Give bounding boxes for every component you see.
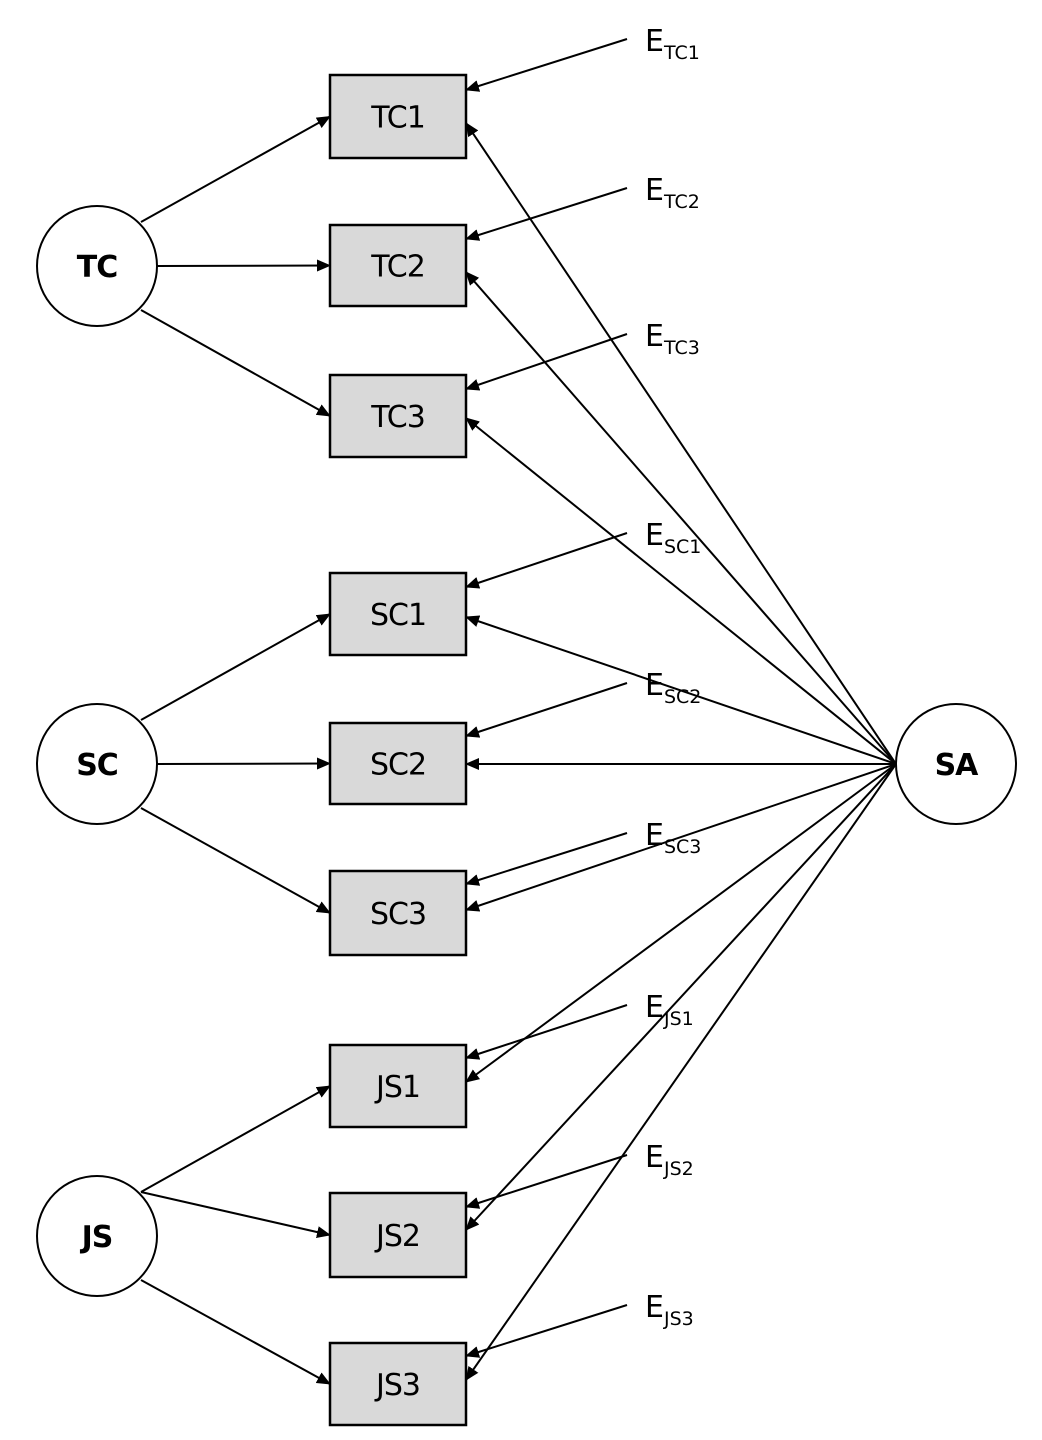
latent-label-js: JS	[80, 1220, 113, 1255]
error-term-tc3: ETC3	[645, 319, 700, 359]
error-term-sc2: ESC2	[645, 668, 701, 708]
latent-label-sc: SC	[76, 748, 118, 783]
observed-label-tc3: TC3	[370, 400, 425, 435]
observed-variable-js1	[328, 1043, 468, 1129]
observed-label-tc2: TC2	[370, 250, 425, 285]
observed-variable-tc1	[328, 73, 468, 160]
loading-path-sc-sc1	[140, 613, 331, 721]
observed-variable-js3	[328, 1341, 468, 1427]
observed-label-sc3: SC3	[370, 897, 426, 932]
latent-factor-sa	[895, 703, 1017, 825]
observed-label-js1: JS1	[374, 1070, 420, 1105]
observed-variable-sc2	[328, 721, 468, 806]
nodes-layer	[36, 73, 1017, 1427]
error-term-js3: EJS3	[645, 1290, 694, 1330]
path-sa-tc3	[465, 417, 897, 765]
path-sa-js1	[465, 763, 897, 1083]
path-sa-tc2	[465, 271, 897, 765]
path-sa-sc1	[465, 615, 897, 765]
observed-label-sc1: SC1	[370, 598, 426, 633]
observed-label-js2: JS2	[374, 1219, 420, 1254]
loading-path-sc-sc2	[156, 757, 331, 770]
path-sa-js2	[465, 763, 897, 1231]
edges-layer	[140, 38, 897, 1385]
error-term-js1: EJS1	[645, 990, 694, 1030]
error-path-js3	[465, 1304, 628, 1358]
latent-factor-sc	[36, 703, 158, 825]
loading-path-sc-sc3	[140, 807, 331, 914]
observed-variable-js2	[328, 1191, 468, 1279]
observed-variable-sc3	[328, 869, 468, 957]
latent-factor-js	[36, 1175, 158, 1297]
error-term-js2: EJS2	[645, 1140, 694, 1180]
error-term-sc3: ESC3	[645, 818, 701, 858]
path-sa-js3	[465, 763, 897, 1381]
error-path-sc1	[465, 532, 628, 589]
loading-path-js-js1	[140, 1085, 331, 1193]
observed-variable-sc1	[328, 571, 468, 657]
loading-path-tc-tc1	[140, 115, 331, 223]
error-path-tc3	[465, 333, 628, 391]
observed-variable-tc3	[328, 373, 468, 459]
error-path-sc2	[465, 682, 628, 738]
error-term-tc1: ETC1	[645, 24, 700, 64]
loading-path-tc-tc2	[156, 259, 331, 272]
loading-path-tc-tc3	[140, 309, 331, 417]
error-term-sc1: ESC1	[645, 518, 701, 558]
error-path-js1	[465, 1004, 628, 1060]
path-sa-sc3	[465, 763, 897, 912]
error-path-sc3	[465, 832, 628, 886]
path-sa-tc1	[465, 122, 897, 765]
observed-label-tc1: TC1	[370, 101, 425, 136]
error-path-tc2	[465, 187, 628, 241]
error-path-tc1	[465, 38, 628, 92]
error-term-tc2: ETC2	[645, 173, 700, 213]
observed-label-js3: JS3	[374, 1368, 420, 1403]
latent-label-tc: TC	[77, 250, 117, 285]
observed-label-sc2: SC2	[370, 748, 426, 783]
observed-variable-tc2	[328, 223, 468, 308]
error-path-js2	[465, 1154, 628, 1209]
loading-path-js-js2	[140, 1191, 331, 1238]
loading-path-js-js3	[140, 1279, 331, 1385]
latent-label-sa: SA	[935, 748, 980, 783]
latent-factor-tc	[36, 205, 158, 327]
